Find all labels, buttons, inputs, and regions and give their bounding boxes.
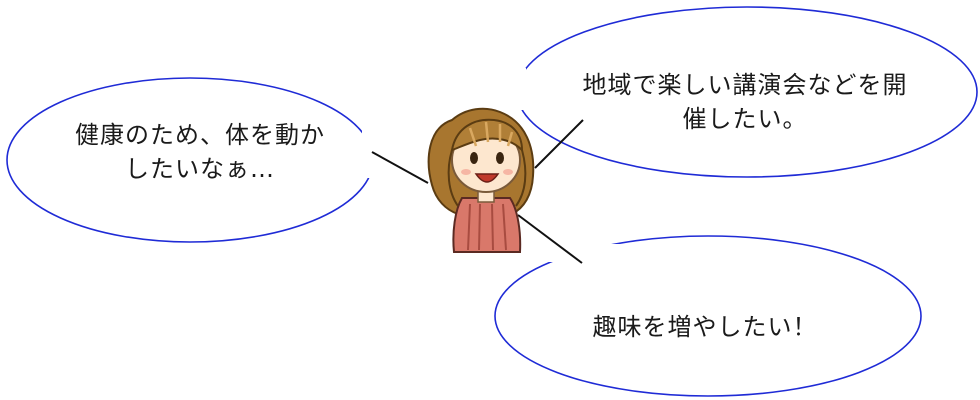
connector-line-right — [534, 119, 584, 169]
speech-bubble-bottom-text: 趣味を増やしたい！ — [592, 313, 818, 341]
connector-line-bottom — [517, 214, 583, 264]
speech-bubble-left — [6, 77, 382, 243]
speech-bubble-bottom-outline — [494, 235, 922, 397]
connector-line-left — [371, 151, 429, 184]
speech-bubble-right — [512, 6, 978, 178]
speech-bubble-right-text: 地域で楽しい講演会などを開 催したい。 — [582, 71, 908, 133]
speech-bubble-left-text: 健康のため、体を動か したいなぁ… — [75, 121, 325, 183]
woman-character-icon — [427, 107, 535, 253]
speech-bubble-bottom — [494, 235, 922, 397]
